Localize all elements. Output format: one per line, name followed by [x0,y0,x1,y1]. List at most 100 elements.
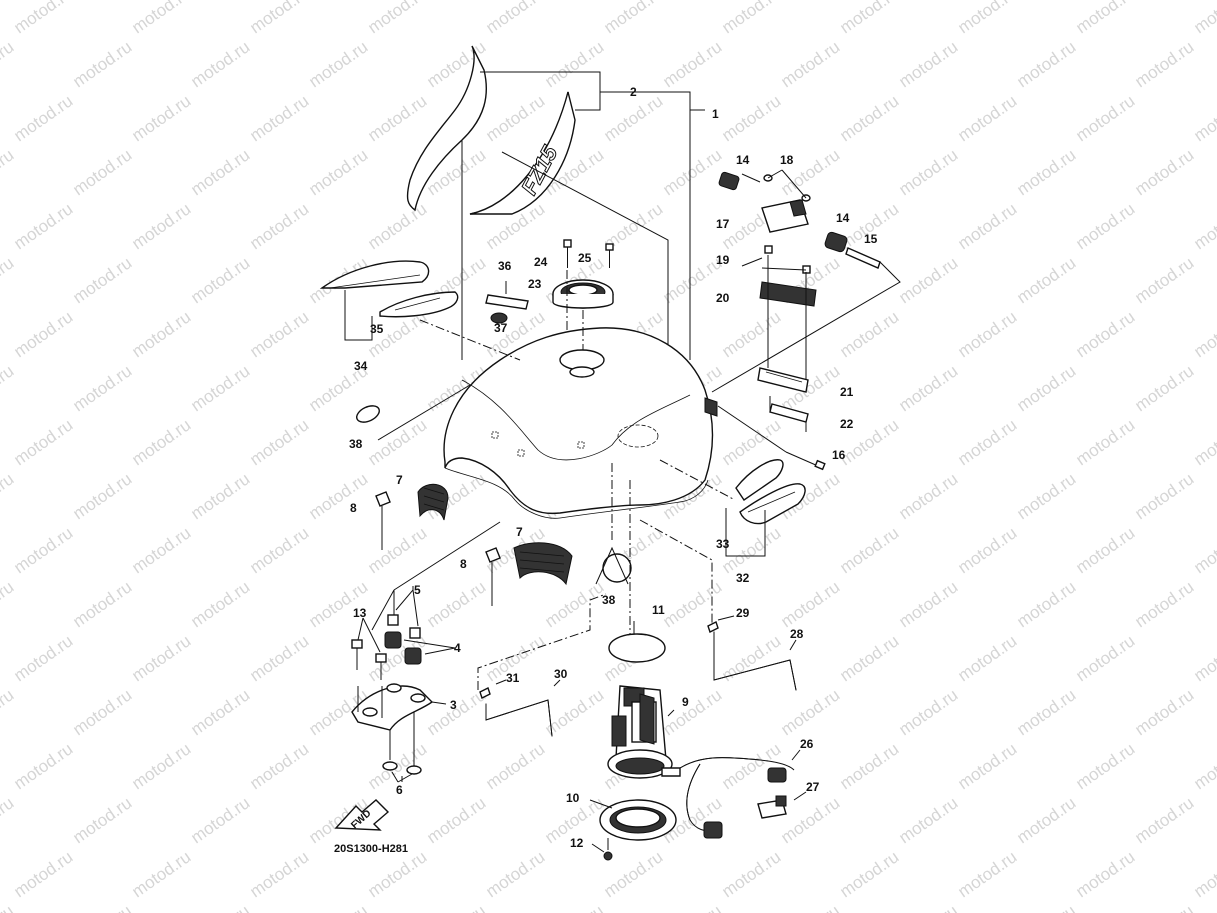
damper-14-left[interactable] [718,171,740,191]
watermark-text: motod.ru [305,37,371,91]
callout-38a: 38 [349,437,363,451]
watermark-text: motod.ru [1013,361,1079,415]
watermark-text: motod.ru [895,577,961,631]
hose-28[interactable] [713,631,797,691]
clip-29[interactable] [707,621,719,633]
watermark-text: motod.ru [305,145,371,199]
watermark-text: motod.ru [777,361,843,415]
callout-4: 4 [454,641,461,655]
watermark-text: motod.ru [187,145,253,199]
watermark-text: motod.ru [246,307,312,361]
callout-25: 25 [578,251,592,265]
label-37[interactable] [490,312,508,324]
side-cover-34[interactable] [319,260,430,289]
fuel-pump-9[interactable] [607,685,681,779]
hose-30[interactable] [485,699,553,737]
watermark-text: motod.ru [836,307,902,361]
bolt-16[interactable] [785,451,826,471]
bolt-22[interactable] [769,396,809,432]
band-8-lower[interactable] [485,547,501,606]
clip-31[interactable] [479,687,491,699]
tank-decal-left[interactable] [406,45,487,212]
callout-7a: 7 [396,473,403,487]
side-cover-32[interactable] [735,459,806,525]
watermark-text: motod.ru [305,901,371,913]
watermark-text: motod.ru [954,199,1020,253]
watermark-text: motod.ru [364,415,430,469]
watermark-text: motod.ru [246,0,312,37]
retainer-plate-10[interactable] [599,799,677,841]
callout-14a: 14 [736,153,750,167]
watermark-text: motod.ru [777,577,843,631]
callout-2: 2 [630,85,637,99]
bolt-12[interactable] [603,838,613,861]
callout-26: 26 [800,737,814,751]
watermark-text: motod.ru [10,631,76,685]
watermark-text: motod.ru [69,901,135,913]
band-8-upper[interactable] [375,491,391,550]
callout-8b: 8 [460,557,467,571]
bolts-13[interactable] [351,639,387,680]
watermark-text: motod.ru [777,37,843,91]
damper-pad-20[interactable] [759,281,817,307]
bolt-24[interactable] [563,239,572,268]
callout-10: 10 [566,791,580,805]
callout-34: 34 [354,359,368,373]
watermark-text: motod.ru [305,469,371,523]
damper-7-lower[interactable] [513,542,573,586]
watermark-text: motod.ru [187,901,253,913]
fuel-cap-assembly[interactable] [552,279,614,309]
watermark-text: motod.ru [0,901,17,913]
watermark-text: motod.ru [69,577,135,631]
watermark-text: motod.ru [895,37,961,91]
side-cover-emblem-35[interactable] [379,291,459,318]
fuel-tank[interactable] [443,327,718,519]
callout-17: 17 [716,217,730,231]
watermark-text: motod.ru [0,37,17,91]
watermark-text: motod.ru [895,253,961,307]
bolts-6[interactable] [382,742,422,775]
bolt-25[interactable] [605,243,614,268]
watermark-text: motod.ru [0,469,17,523]
dampers-4[interactable] [384,631,422,665]
diagram-code: 20S1300-H281 [334,843,408,855]
rubber-pad-38-upper[interactable] [354,403,382,426]
clip-27[interactable] [757,795,787,819]
label-plate-36[interactable] [485,294,529,310]
watermark-text: motod.ru [10,0,76,37]
bracket-3[interactable] [351,683,434,731]
gasket-11[interactable] [608,633,666,663]
damper-7-upper[interactable] [417,483,449,521]
callout-22: 22 [840,417,854,431]
watermark-text: motod.ru [10,523,76,577]
watermark-text: motod.ru [954,847,1020,901]
watermark-text: motod.ru [364,199,430,253]
wire-harness-26[interactable] [679,757,795,839]
watermark-text: motod.ru [777,793,843,847]
watermark-text: motod.ru [718,631,784,685]
collar-15[interactable] [845,247,881,269]
watermark-text: motod.ru [895,145,961,199]
bracket-21[interactable] [757,367,809,393]
watermark-text: motod.ru [246,415,312,469]
watermark-text: motod.ru [954,307,1020,361]
watermark-text: motod.ru [1013,901,1079,913]
watermark-text: motod.ru [777,685,843,739]
watermark-text: motod.ru [128,91,194,145]
watermark-text: motod.ru [128,0,194,37]
watermark-text: motod.ru [954,415,1020,469]
watermark-text: motod.ru [10,199,76,253]
callout-12: 12 [570,836,584,850]
callout-3: 3 [450,698,457,712]
watermark-text: motod.ru [1072,631,1138,685]
watermark-text: motod.ru [954,0,1020,37]
watermark-text: motod.ru [1131,793,1197,847]
collars-5[interactable] [387,614,421,639]
callout-28: 28 [790,627,804,641]
damper-14-right[interactable] [824,231,848,253]
callout-20: 20 [716,291,730,305]
bracket-17[interactable] [761,199,809,233]
watermark-text: motod.ru [187,37,253,91]
watermark-text: motod.ru [187,793,253,847]
watermark-text: motod.ru [128,199,194,253]
